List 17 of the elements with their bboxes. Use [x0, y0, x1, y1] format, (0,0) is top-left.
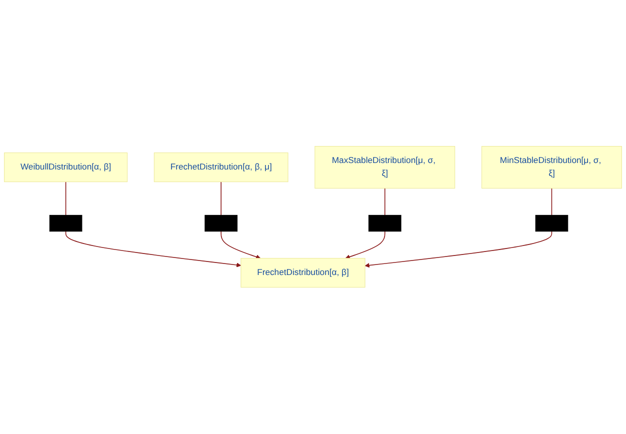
- node-box: [535, 215, 568, 232]
- connector: [551, 188, 552, 216]
- node-box: [368, 215, 402, 232]
- node-box: MaxStableDistribution[μ, σ, ξ]: [314, 146, 456, 189]
- arrow: [345, 231, 386, 260]
- connector: [220, 182, 222, 216]
- connector: [65, 182, 66, 216]
- node-box: [204, 215, 238, 232]
- node-box: MinStableDistribution[μ, σ, ξ]: [481, 146, 622, 189]
- node-box: FrechetDistribution[α, β, μ]: [154, 152, 288, 182]
- arrow: [220, 231, 261, 260]
- node-box: WeibullDistribution[α, β]: [4, 152, 128, 182]
- connector: [384, 188, 386, 216]
- arrow: [364, 231, 552, 268]
- node-box: [49, 215, 82, 232]
- arrow: [65, 231, 242, 268]
- node-box: FrechetDistribution[α, β]: [240, 258, 366, 288]
